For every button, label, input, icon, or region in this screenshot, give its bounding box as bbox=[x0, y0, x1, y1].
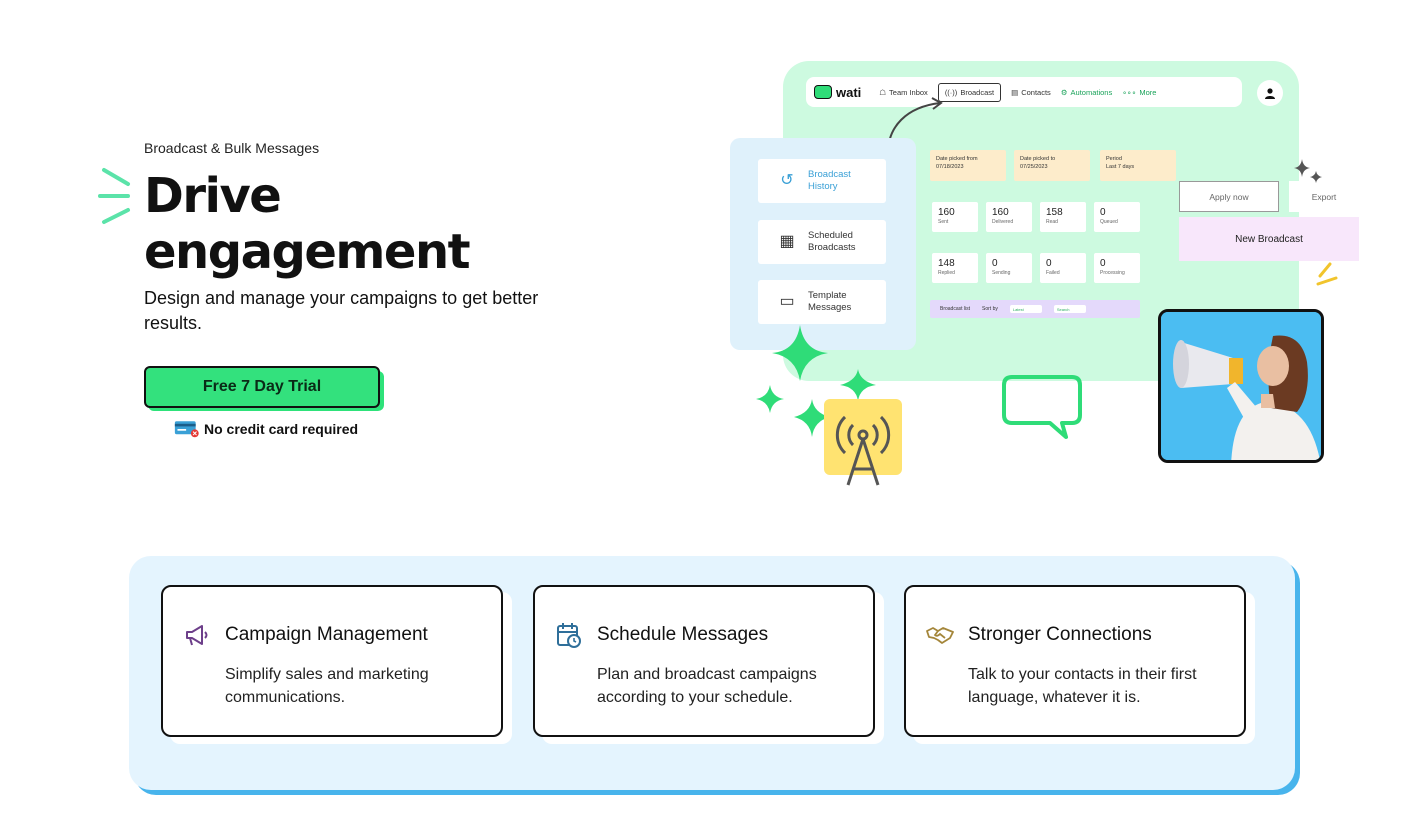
cta-wrapper: Free 7 Day Trial bbox=[144, 366, 384, 411]
more-icon: ∘∘∘ bbox=[1122, 87, 1137, 97]
stat-label: Delivered bbox=[992, 219, 1014, 225]
stat-label: Sent bbox=[938, 219, 949, 225]
stat-label: Replied bbox=[938, 270, 955, 276]
broadcast-icon: ((·)) bbox=[944, 87, 958, 97]
decorative-lines-icon bbox=[98, 168, 130, 224]
sort-by-label: Sort by bbox=[982, 306, 998, 312]
handshake-icon bbox=[926, 621, 954, 649]
stat-value: 158 bbox=[1046, 207, 1063, 218]
filter-value: 07/25/2023 bbox=[1020, 164, 1048, 170]
calendar-clock-icon bbox=[555, 621, 583, 649]
filter-value: 07/18/2023 bbox=[936, 164, 964, 170]
nav-broadcast: ((·))Broadcast bbox=[937, 82, 1002, 102]
feature-description: Simplify sales and marketing communicati… bbox=[225, 666, 429, 706]
chat-bubble-icon bbox=[1002, 375, 1082, 439]
feature-title: Stronger Connections bbox=[968, 624, 1152, 645]
feature-description: Plan and broadcast campaigns according t… bbox=[597, 666, 817, 706]
filter-date-from: Date picked from 07/18/2023 bbox=[930, 150, 1006, 181]
nav-more: ∘∘∘More bbox=[1122, 88, 1156, 97]
hero-section: Broadcast & Bulk Messages Drive engageme… bbox=[144, 140, 604, 438]
side-item-broadcast-history: ↺ Broadcast History bbox=[758, 159, 886, 203]
broadcast-list-bar: Broadcast list Sort by Latest Search bbox=[930, 300, 1140, 318]
stat-label: Sending bbox=[992, 270, 1011, 276]
no-credit-card-note: No credit card required bbox=[174, 420, 604, 438]
stat-label: Queued bbox=[1100, 219, 1118, 225]
filter-period: Period Last 7 days bbox=[1100, 150, 1176, 181]
side-item-template-messages: ▭ Template Messages bbox=[758, 280, 886, 324]
sort-select: Latest bbox=[1009, 305, 1042, 313]
filter-label: Date picked to bbox=[1020, 156, 1056, 162]
side-item-scheduled-broadcasts: ▦ Scheduled Broadcasts bbox=[758, 220, 886, 264]
inbox-icon: ☖ bbox=[879, 87, 887, 97]
app-navbar: wati ☖Team Inbox ((·))Broadcast ▤Contact… bbox=[806, 77, 1242, 107]
automations-icon: ⚙ bbox=[1060, 87, 1068, 97]
hero-headline: Drive engagement bbox=[144, 168, 471, 280]
free-trial-button[interactable]: Free 7 Day Trial bbox=[144, 366, 380, 408]
broadcast-list-label: Broadcast list bbox=[940, 306, 971, 312]
emphasis-lines-icon bbox=[1316, 262, 1338, 286]
stat-value: 0 bbox=[992, 258, 998, 269]
product-illustration: wati ☖Team Inbox ((·))Broadcast ▤Contact… bbox=[720, 55, 1400, 495]
template-icon: ▭ bbox=[779, 293, 795, 310]
apply-now-box: Apply now bbox=[1179, 181, 1279, 212]
nav-team-inbox: ☖Team Inbox bbox=[879, 88, 928, 97]
side-item-label: Broadcast History bbox=[808, 169, 851, 192]
no-credit-card-text: No credit card required bbox=[204, 421, 359, 437]
history-icon: ↺ bbox=[780, 172, 794, 189]
feature-description: Talk to your contacts in their first lan… bbox=[968, 666, 1197, 706]
search-pill: Search bbox=[1053, 305, 1086, 313]
hero-subhead: Design and manage your campaigns to get … bbox=[144, 288, 539, 333]
export-box: Export bbox=[1289, 181, 1359, 212]
nav-contacts-label: Contacts bbox=[1021, 87, 1051, 97]
stat-value: 160 bbox=[938, 207, 955, 218]
stat-value: 0 bbox=[1100, 207, 1106, 218]
nav-broadcast-label: Broadcast bbox=[960, 87, 995, 97]
megaphone-icon bbox=[183, 621, 211, 649]
wati-logo: wati bbox=[814, 85, 861, 100]
stat-label: Failed bbox=[1046, 270, 1060, 276]
filter-value: Last 7 days bbox=[1106, 164, 1135, 170]
nav-contacts: ▤Contacts bbox=[1011, 88, 1051, 97]
feature-card-stronger-connections: Stronger Connections Talk to your contac… bbox=[904, 585, 1246, 737]
nav-team-inbox-label: Team Inbox bbox=[889, 87, 928, 97]
broadcast-tower-icon bbox=[824, 399, 902, 486]
sparkles-icon bbox=[756, 325, 876, 437]
wati-bubble-icon bbox=[814, 85, 832, 99]
nav-automations-label: Automations bbox=[1070, 87, 1113, 97]
filter-label: Period bbox=[1106, 156, 1122, 162]
stat-value: 0 bbox=[1046, 258, 1052, 269]
nav-more-label: More bbox=[1139, 87, 1157, 97]
user-icon bbox=[1257, 80, 1283, 106]
calendar-clock-icon: ▦ bbox=[779, 233, 795, 250]
new-broadcast-box: New Broadcast bbox=[1179, 217, 1359, 261]
stat-value: 160 bbox=[992, 207, 1009, 218]
filter-label: Date picked from bbox=[936, 156, 978, 162]
stat-label: Read bbox=[1046, 219, 1058, 225]
feature-card-schedule-messages: Schedule Messages Plan and broadcast cam… bbox=[533, 585, 875, 737]
feature-title: Schedule Messages bbox=[597, 624, 769, 645]
contacts-icon: ▤ bbox=[1011, 87, 1019, 97]
stat-value: 148 bbox=[938, 258, 955, 269]
feature-title: Campaign Management bbox=[225, 624, 428, 645]
feature-card-campaign-management: Campaign Management Simplify sales and m… bbox=[161, 585, 503, 737]
stat-value: 0 bbox=[1100, 258, 1106, 269]
credit-card-icon bbox=[174, 421, 199, 438]
brand-name: wati bbox=[836, 84, 862, 100]
side-item-label: Scheduled Broadcasts bbox=[808, 230, 856, 253]
woman-megaphone-image bbox=[1158, 309, 1324, 463]
stat-label: Processing bbox=[1100, 270, 1125, 276]
hero-eyebrow: Broadcast & Bulk Messages bbox=[144, 140, 320, 156]
filter-date-to: Date picked to 07/25/2023 bbox=[1014, 150, 1090, 181]
nav-automations: ⚙Automations bbox=[1061, 88, 1112, 97]
star-sparkle-icon bbox=[1294, 159, 1322, 183]
side-item-label: Template Messages bbox=[808, 290, 852, 313]
